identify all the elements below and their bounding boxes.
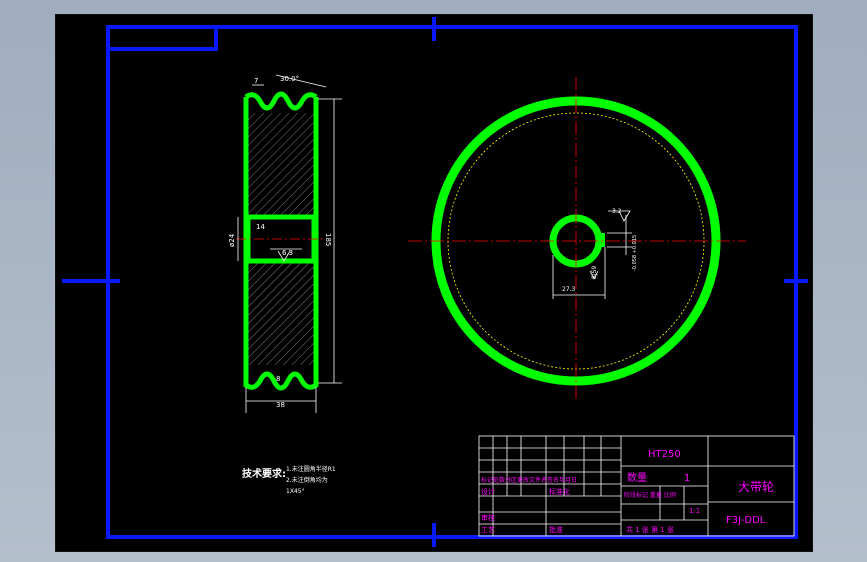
- dim-key-depth: 27.3: [562, 286, 576, 293]
- row-design: 设计: [481, 487, 495, 496]
- groove-profile-bottom: [244, 371, 318, 391]
- material: HT250: [648, 449, 681, 460]
- dim-bore-depth: 14: [256, 223, 265, 231]
- drawing-number: F3J-DDL: [726, 515, 766, 526]
- row-stage: 阶段标记 重量 比例: [624, 491, 676, 499]
- dim-hub-diameter: ø24: [228, 233, 236, 247]
- front-view: [408, 77, 746, 401]
- section-hatch-top: [248, 113, 314, 217]
- dim-outer-diameter: 185: [324, 233, 332, 246]
- dim-key-fit: 8JS9: [591, 266, 598, 279]
- tech-req-item-1: 1.未注圆角半径R1: [286, 465, 336, 473]
- tech-req-item-2: 2.未注倒角均为: [286, 476, 328, 484]
- sheet-count: 共 1 张 第 1 张: [626, 525, 674, 534]
- frame-corner-marker: [106, 27, 218, 51]
- title-block: [478, 435, 795, 537]
- keyway: [597, 233, 605, 247]
- row-design-std: 标准化: [549, 487, 570, 496]
- row-process: 工艺: [481, 526, 495, 534]
- dim-groove-bottom: 8: [276, 375, 280, 383]
- section-hatch-bottom: [248, 261, 314, 365]
- quantity-label: 数量: [627, 471, 647, 484]
- quantity-value: 1: [684, 473, 690, 484]
- drawing-canvas[interactable]: 30.0° 7 ø24 185 38 8 14 6.3: [55, 14, 813, 552]
- drawing-frame: [106, 25, 798, 539]
- row-review: 审核: [481, 513, 495, 522]
- scale-value: 1:1: [689, 507, 700, 515]
- section-view: [236, 74, 342, 413]
- dim-key-width: 3.2: [612, 208, 622, 215]
- tech-req-title: 技术要求:: [242, 467, 286, 480]
- row-approve: 批准: [549, 525, 563, 534]
- dim-bore-roughness: 6.3: [282, 249, 293, 257]
- dim-width: 38: [276, 401, 285, 409]
- groove-profile-top: [244, 91, 318, 111]
- dim-tolerance: -0.058 +0.015: [632, 235, 638, 271]
- dim-groove-angle: 30.0°: [280, 75, 299, 83]
- dim-groove-pitch: 7: [254, 77, 258, 85]
- table-header: 标记处数分区更改文件名签名年月日: [481, 476, 577, 484]
- tech-req-item-3: 1X45°: [286, 488, 305, 495]
- part-name: 大带轮: [738, 480, 774, 494]
- drawing-svg: 30.0° 7 ø24 185 38 8 14 6.3: [62, 17, 808, 547]
